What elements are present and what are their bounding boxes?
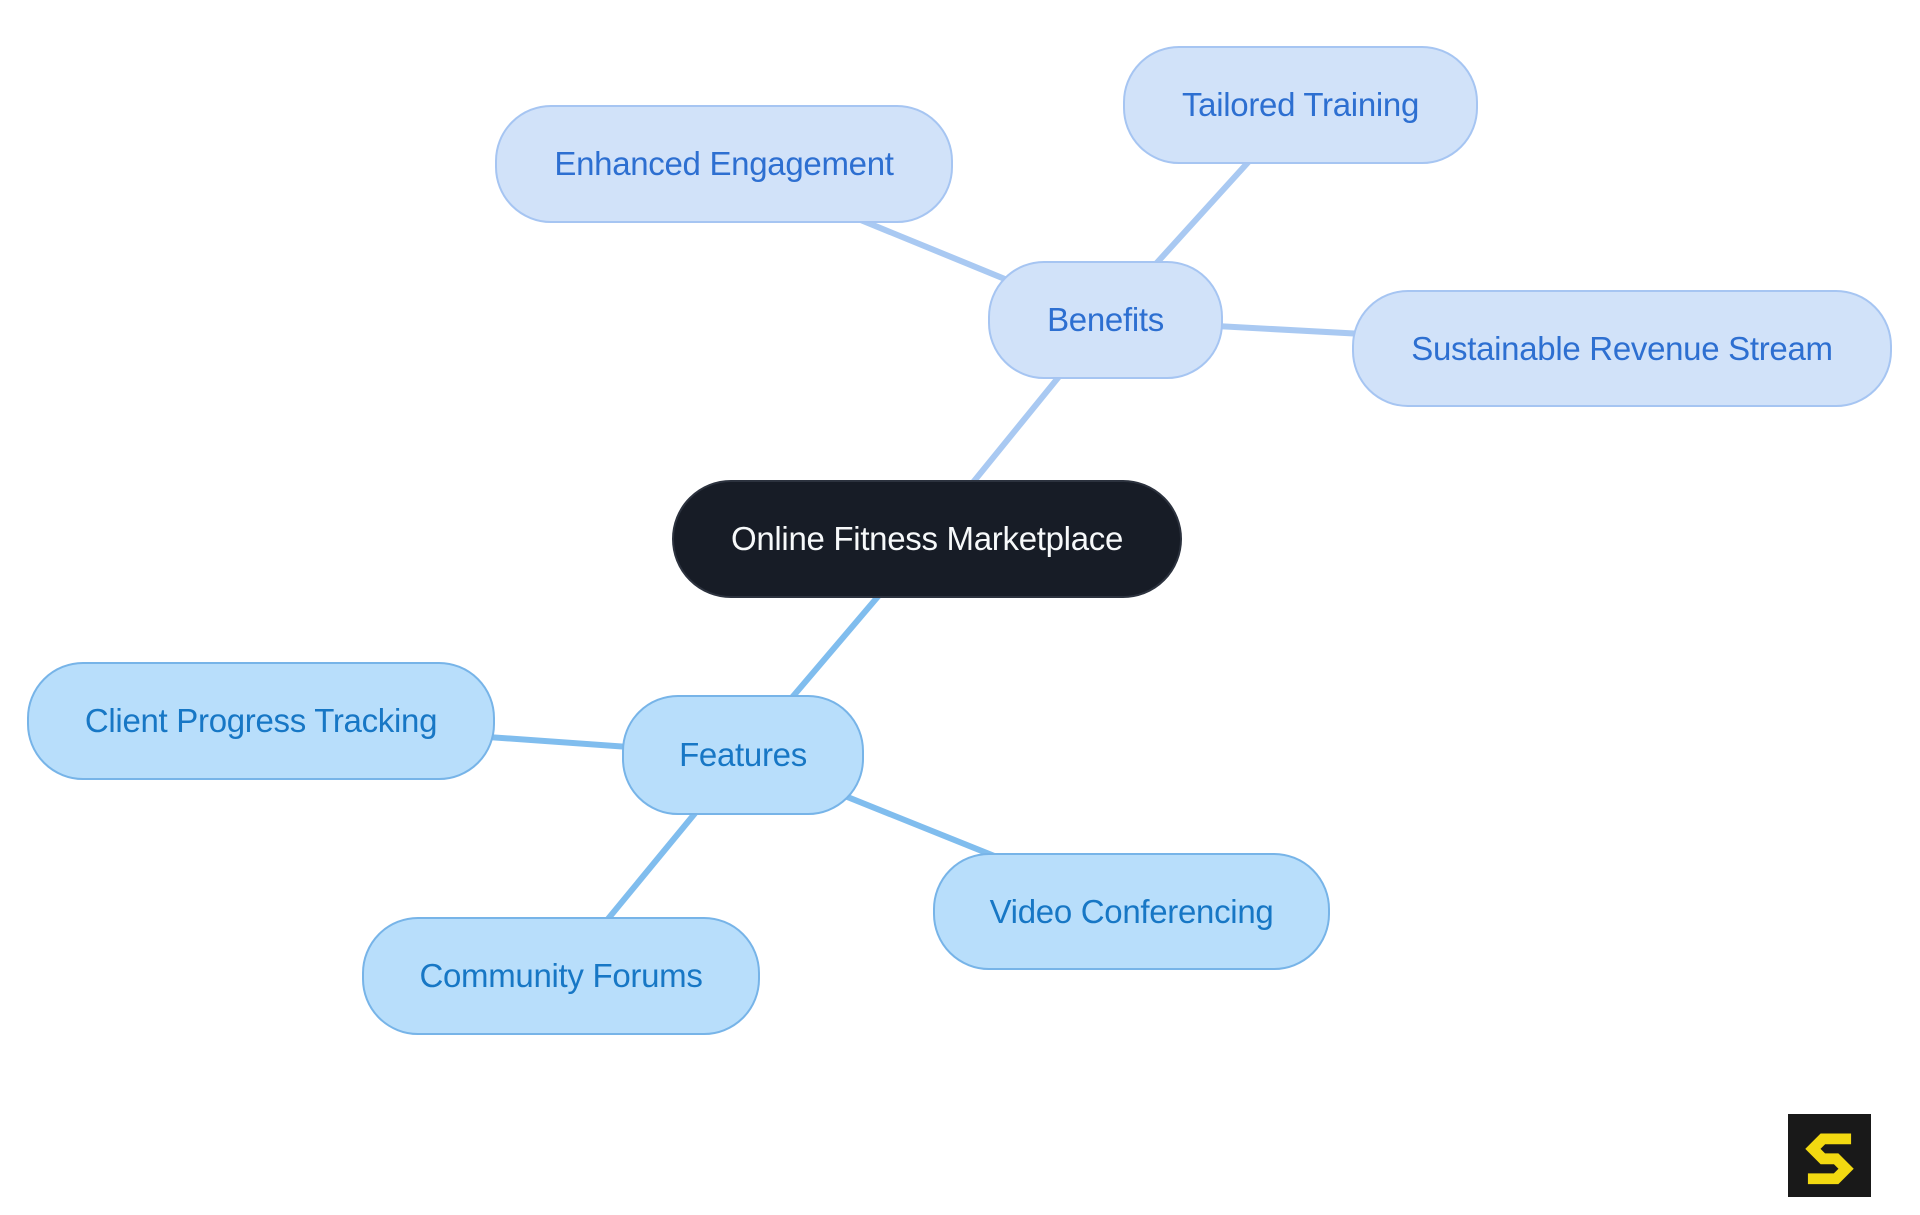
client-progress-tracking-label: Client Progress Tracking xyxy=(84,702,438,739)
s-logo-icon: S xyxy=(1805,1133,1854,1185)
features-label: Features xyxy=(679,736,807,773)
central-topic-label: Online Fitness Marketplace xyxy=(730,520,1124,557)
benefits-label: Benefits xyxy=(1047,301,1164,338)
node-client-progress-tracking[interactable]: Client Progress Tracking xyxy=(27,662,495,780)
node-tailored-training[interactable]: Tailored Training xyxy=(1123,46,1478,164)
node-benefits[interactable]: Benefits xyxy=(988,261,1223,379)
node-community-forums[interactable]: Community Forums xyxy=(362,917,760,1035)
community-forums-label: Community Forums xyxy=(419,957,703,994)
tailored-training-label: Tailored Training xyxy=(1181,86,1420,123)
sustainable-revenue-stream-label: Sustainable Revenue Stream xyxy=(1411,329,1833,367)
node-central-topic[interactable]: Online Fitness Marketplace xyxy=(672,480,1182,598)
video-conferencing-label: Video Conferencing xyxy=(989,892,1274,930)
node-sustainable-revenue-stream[interactable]: Sustainable Revenue Stream xyxy=(1352,290,1892,407)
node-video-conferencing[interactable]: Video Conferencing xyxy=(933,853,1330,970)
brand-logo: S xyxy=(1788,1114,1871,1197)
enhanced-engagement-label: Enhanced Engagement xyxy=(554,145,894,182)
node-enhanced-engagement[interactable]: Enhanced Engagement xyxy=(495,105,953,223)
node-features[interactable]: Features xyxy=(622,695,864,815)
